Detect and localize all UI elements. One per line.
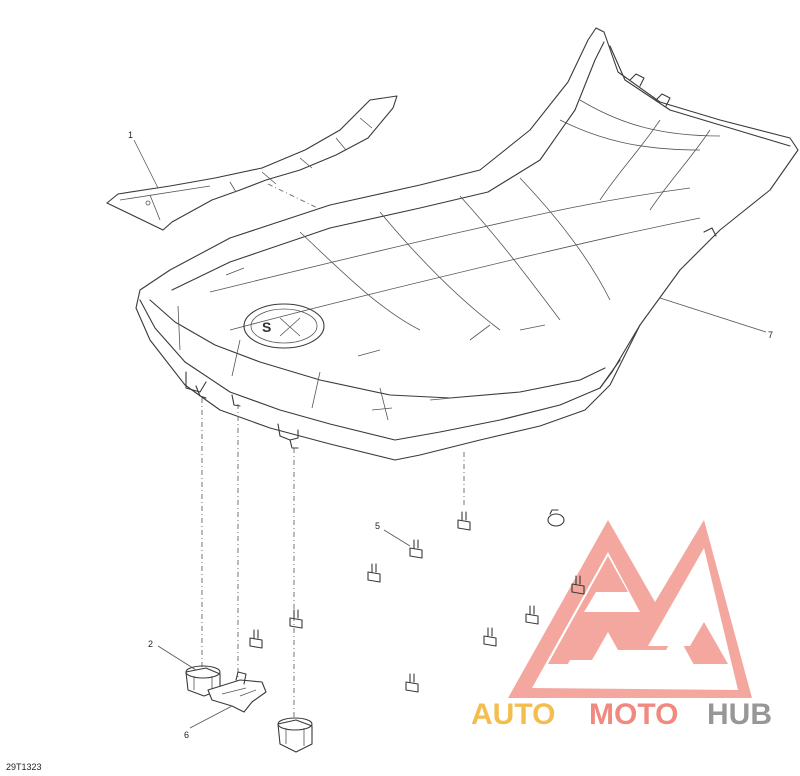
- callout-5: 5: [375, 521, 380, 531]
- callout-7: 7: [768, 330, 773, 340]
- part-2-grommet-lower: [277, 717, 313, 753]
- callout-2: 2: [148, 639, 153, 649]
- part-7-seat: S: [135, 27, 799, 461]
- watermark-logo-icon: [508, 520, 752, 698]
- watermark-text: AUTO MOTO HUB: [471, 698, 772, 731]
- watermark-auto: AUTO: [471, 698, 555, 731]
- part-1-shield: [106, 95, 398, 231]
- part-6-bracket: [207, 671, 267, 713]
- part-5-fasteners: [249, 509, 585, 693]
- svg-text:S: S: [262, 319, 271, 335]
- callout-6: 6: [184, 730, 189, 740]
- rubber-bumper: [547, 509, 565, 527]
- watermark-hub: HUB: [707, 698, 772, 731]
- callout-1: 1: [128, 130, 133, 140]
- drawing-code: 29T1323: [6, 762, 42, 772]
- watermark-moto: MOTO: [589, 698, 678, 731]
